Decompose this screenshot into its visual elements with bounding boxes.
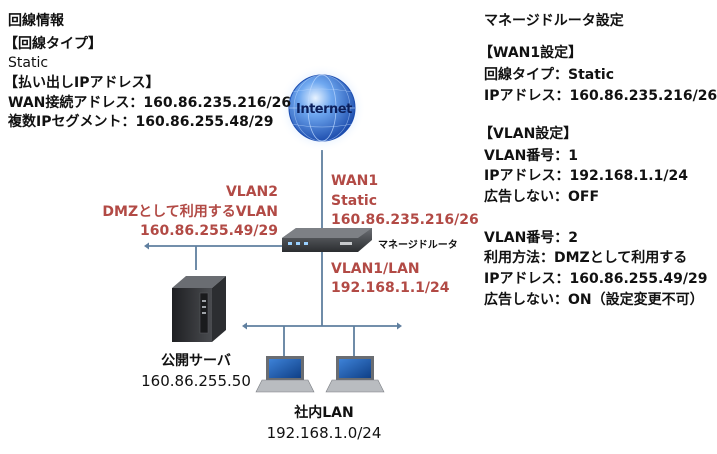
internet-label: Internet xyxy=(296,102,352,117)
wan-address-line: WAN接続アドレス：160.86.235.216/26 xyxy=(8,95,292,111)
line-type-value: Static xyxy=(8,55,49,71)
server-address: 160.86.255.50 xyxy=(141,372,251,390)
lan-name: 社内LAN xyxy=(294,405,354,421)
wan1-type: Static xyxy=(331,193,378,209)
wan1-address: 160.86.235.216/26 xyxy=(331,212,479,228)
wan1-name: WAN1 xyxy=(331,173,379,189)
segment-endpoints xyxy=(144,242,402,330)
wan1-settings-label: 【WAN1設定】 xyxy=(479,45,583,61)
lan-laptop-1-icon xyxy=(255,356,315,393)
vlan2-name: VLAN2 xyxy=(225,184,278,200)
vlan2-ip-line: IPアドレス：160.86.255.49/29 xyxy=(484,271,708,287)
managed-router-icon xyxy=(282,228,372,252)
vlan2-usage-line: 利用方法：DMZとして利用する xyxy=(484,250,688,266)
vlan1-ip-line: IPアドレス：192.168.1.1/24 xyxy=(484,168,688,184)
public-server-icon xyxy=(172,276,226,342)
lan-laptop-2-icon xyxy=(325,356,385,393)
line-type-label: 【回線タイプ】 xyxy=(4,36,102,52)
vlan-settings-label: 【VLAN設定】 xyxy=(479,126,578,142)
vlan1-advertise-line: 広告しない：OFF xyxy=(484,189,600,205)
vlan2-usage: DMZとして利用するVLAN xyxy=(102,204,278,220)
vlan2-address: 160.86.255.49/29 xyxy=(140,223,278,239)
vlan2-number-line: VLAN番号：2 xyxy=(484,230,579,246)
internet-globe-icon xyxy=(278,64,366,152)
lan-address: 192.168.1.0/24 xyxy=(266,424,382,442)
vlan2-advertise-line: 広告しない：ON（設定変更不可） xyxy=(484,292,704,308)
multi-segment-line: 複数IPセグメント：160.86.255.48/29 xyxy=(8,114,274,130)
line-info-heading: 回線情報 xyxy=(8,13,64,29)
router-label: マネージドルータ xyxy=(378,240,458,251)
assigned-ip-label: 【払い出しIPアドレス】 xyxy=(4,75,160,91)
lan-segment-endpoint-right xyxy=(397,322,402,330)
router-settings-heading: マネージドルータ設定 xyxy=(484,13,624,29)
dmz-segment-endpoint xyxy=(144,242,149,250)
wan1-type-line: 回線タイプ：Static xyxy=(484,67,615,83)
vlan1-number-line: VLAN番号：1 xyxy=(484,148,579,164)
wan1-ip-line: IPアドレス：160.86.235.216/26 xyxy=(484,88,717,104)
lan-segment-endpoint-left xyxy=(242,322,247,330)
network-links xyxy=(148,150,398,356)
vlan1-address: 192.168.1.1/24 xyxy=(331,280,450,296)
vlan1-name: VLAN1/LAN xyxy=(331,261,420,277)
server-name: 公開サーバ xyxy=(161,353,231,369)
